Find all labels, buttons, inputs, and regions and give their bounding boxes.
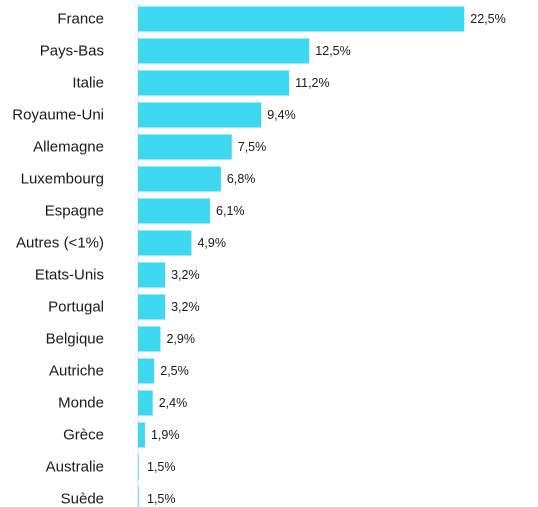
- bar-13: [138, 422, 145, 448]
- bar-5: [138, 166, 221, 192]
- category-label-14: Australie: [46, 459, 104, 476]
- value-label-15: 1,5%: [147, 492, 176, 506]
- category-label-2: Italie: [72, 75, 104, 92]
- value-label-9: 3,2%: [171, 300, 200, 314]
- bar-11: [138, 358, 155, 384]
- value-label-5: 6,8%: [227, 172, 256, 186]
- value-label-1: 12,5%: [315, 44, 350, 58]
- value-label-11: 2,5%: [160, 364, 189, 378]
- value-label-7: 4,9%: [197, 236, 226, 250]
- bar-2: [138, 70, 290, 96]
- value-label-12: 2,4%: [159, 396, 188, 410]
- value-label-10: 2,9%: [166, 332, 195, 346]
- value-label-14: 1,5%: [147, 460, 176, 474]
- category-label-12: Monde: [58, 395, 104, 412]
- bar-6: [138, 198, 211, 224]
- value-label-6: 6,1%: [216, 204, 245, 218]
- category-label-13: Grèce: [63, 427, 104, 444]
- value-label-8: 3,2%: [171, 268, 200, 282]
- category-label-8: Etats-Unis: [35, 267, 104, 284]
- category-label-1: Pays-Bas: [40, 43, 104, 60]
- bar-15: [138, 486, 139, 507]
- category-label-6: Espagne: [45, 203, 104, 220]
- value-label-13: 1,9%: [151, 428, 180, 442]
- bar-7: [138, 230, 192, 256]
- bar-3: [138, 102, 262, 128]
- bar-10: [138, 326, 161, 352]
- bar-12: [138, 390, 153, 416]
- category-label-15: Suède: [61, 491, 104, 507]
- value-label-2: 11,2%: [295, 76, 330, 90]
- bar-8: [138, 262, 166, 288]
- value-label-3: 9,4%: [267, 108, 296, 122]
- value-label-4: 7,5%: [238, 140, 267, 154]
- bar-1: [138, 38, 310, 64]
- category-label-7: Autres (<1%): [16, 235, 104, 252]
- category-label-9: Portugal: [48, 299, 104, 316]
- category-label-3: Royaume-Uni: [12, 107, 104, 124]
- category-label-4: Allemagne: [33, 139, 104, 156]
- category-label-5: Luxembourg: [21, 171, 104, 188]
- category-label-10: Belgique: [46, 331, 104, 348]
- bar-4: [138, 134, 232, 160]
- value-label-0: 22,5%: [470, 12, 505, 26]
- bar-9: [138, 294, 166, 320]
- category-label-11: Autriche: [49, 363, 104, 380]
- category-label-0: France: [57, 11, 104, 28]
- bar-0: [138, 6, 465, 32]
- bar-14: [138, 454, 139, 480]
